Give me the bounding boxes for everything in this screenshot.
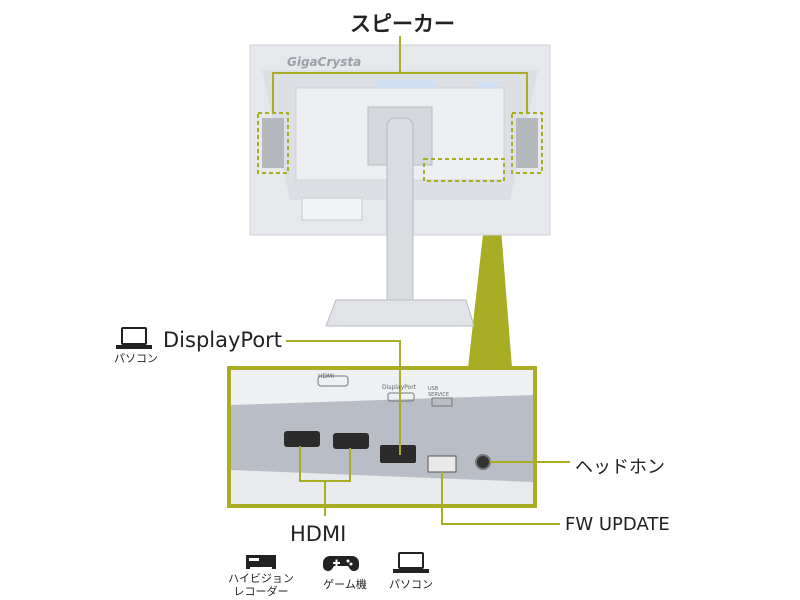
laptop-icon	[116, 327, 152, 349]
rating-label	[301, 197, 363, 221]
fw-callout	[441, 472, 560, 525]
fw-update-label: FW UPDATE	[565, 514, 670, 535]
hdmi-label: HDMI	[290, 522, 347, 546]
usb-print-text: USB SERVICE	[428, 386, 450, 398]
speaker-grille-left	[262, 118, 284, 168]
dp-print-text: DisplayPort	[382, 384, 417, 391]
port-panel-edge	[231, 470, 533, 504]
hdmi-print	[317, 375, 349, 387]
ports-highlight	[423, 158, 505, 182]
gamepad-caption: ゲーム機	[323, 578, 367, 591]
light-strip-right	[478, 82, 498, 88]
gamepad-icon	[323, 556, 359, 571]
speaker-label: スピーカー	[350, 12, 455, 36]
displayport-port	[380, 445, 416, 463]
pc-caption: パソコン	[114, 352, 158, 365]
hdmi-port-1	[284, 431, 320, 447]
laptop-caption: パソコン	[389, 578, 433, 591]
recorder-caption: ハイビジョン レコーダー	[228, 572, 294, 598]
laptop-icon-bottom	[393, 552, 429, 573]
headphone-jack	[475, 454, 491, 470]
light-strip	[375, 80, 435, 88]
hdmi-print-text: HDMI	[318, 373, 335, 380]
speaker-grille-right	[516, 118, 538, 168]
headphone-label: ヘッドホン	[575, 457, 665, 478]
stand-base	[325, 299, 475, 327]
stand-neck	[386, 117, 414, 309]
usb-port	[427, 455, 457, 473]
dp-callout	[286, 340, 401, 455]
brand-logo: GigaCrysta	[287, 55, 362, 69]
displayport-label: DisplayPort	[163, 328, 283, 352]
recorder-icon	[246, 555, 276, 569]
hdmi-port-2	[333, 433, 369, 449]
usb-print	[431, 397, 453, 407]
